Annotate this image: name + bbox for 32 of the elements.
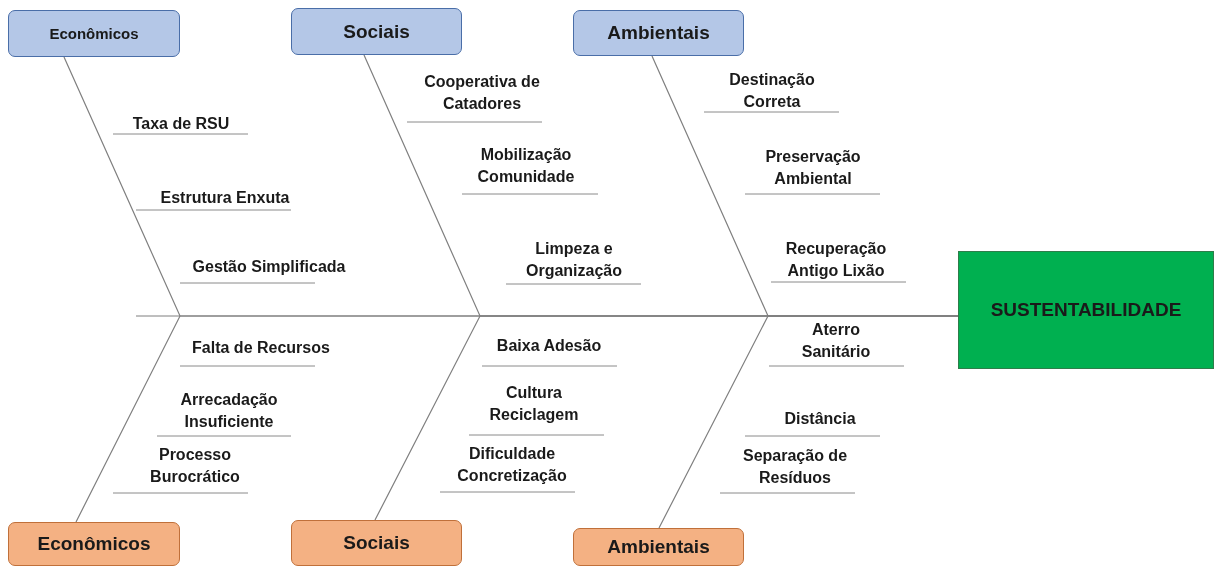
cause-label: Destinação Correta — [728, 70, 816, 112]
cause-label: Limpeza e Organização — [525, 239, 623, 281]
category-label: Econômicos — [49, 25, 139, 42]
cause-label: Recuperação Antigo Lixão — [784, 239, 888, 281]
cause-label: Falta de Recursos — [191, 338, 331, 358]
cause-label: Cultura Reciclagem — [488, 383, 580, 425]
cause-label: Arrecadação Insuficiente — [179, 390, 279, 432]
cause-label: Distância — [783, 409, 857, 429]
category-box — [291, 8, 462, 55]
cause-label: Taxa de RSU — [131, 114, 231, 134]
cause-label: Dificuldade Concretização — [456, 444, 568, 486]
category-label: Sociais — [343, 532, 410, 554]
cause-label: Mobilização Comunidade — [476, 145, 576, 187]
cause-label: Processo Burocrático — [149, 445, 241, 487]
cause-label: Estrutura Enxuta — [159, 188, 291, 208]
category-box — [8, 522, 180, 566]
category-label: Ambientais — [607, 536, 710, 558]
category-label: Econômicos — [37, 533, 151, 555]
cause-label: Preservação Ambiental — [764, 147, 862, 189]
effect-box — [958, 251, 1214, 369]
cause-label: Aterro Sanitário — [800, 320, 872, 362]
category-box — [8, 10, 180, 57]
cause-label: Cooperativa de Catadores — [423, 72, 541, 114]
category-box — [573, 528, 744, 566]
effect-label: SUSTENTABILIDADE — [990, 299, 1182, 321]
category-box — [291, 520, 462, 566]
cause-label: Gestão Simplificada — [191, 257, 347, 277]
category-label: Sociais — [343, 20, 410, 43]
cause-label: Separação de Resíduos — [741, 446, 849, 488]
category-box — [573, 10, 744, 56]
category-label: Ambientais — [607, 22, 710, 44]
cause-label: Baixa Adesão — [495, 336, 603, 356]
